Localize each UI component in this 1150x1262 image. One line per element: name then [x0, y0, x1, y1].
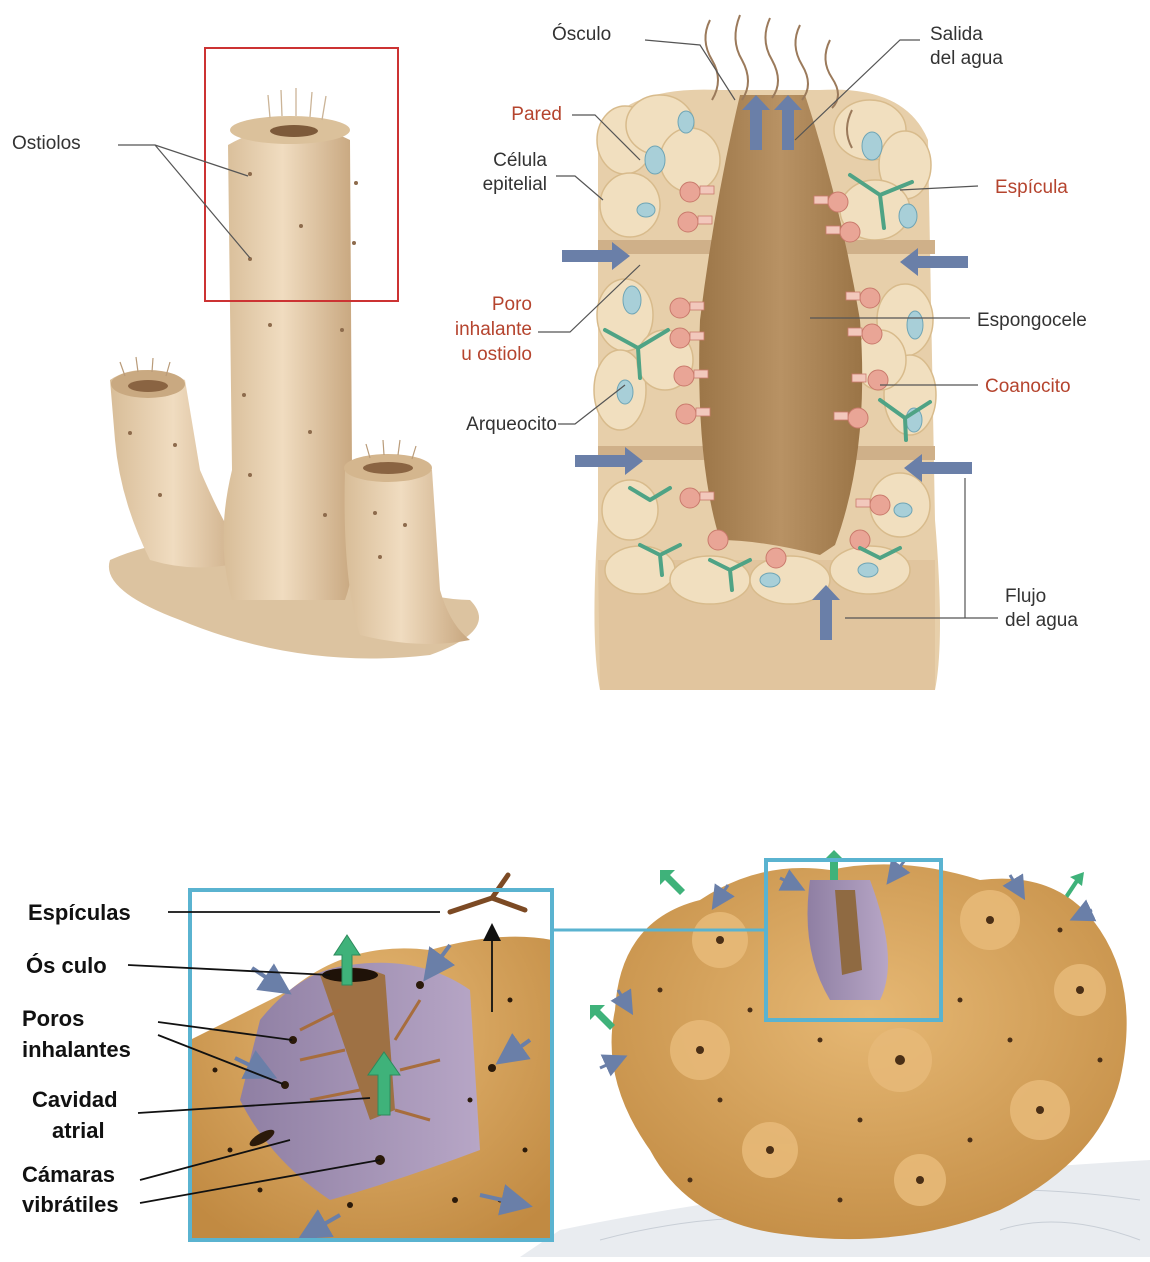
- bottom-sponge-illustration: Espículas Ós culo Poros inhalantes Cavid…: [22, 850, 1150, 1257]
- label-coanocito: Coanocito: [985, 376, 1071, 397]
- main-tube: [224, 126, 355, 600]
- label-celula-1: Célula: [493, 150, 547, 171]
- label-arqueocito: Arqueocito: [466, 414, 557, 435]
- label-osculo-bottom: Ós culo: [26, 953, 107, 978]
- label-cavidad-1: Cavidad: [32, 1087, 118, 1112]
- label-salida-1: Salida: [930, 24, 983, 45]
- label-espicula: Espícula: [995, 177, 1068, 198]
- label-flujo-2: del agua: [1005, 610, 1078, 631]
- label-poros-1: Poros: [22, 1006, 84, 1031]
- label-poro-3: u ostiolo: [461, 344, 532, 365]
- sponge-external-view: Ostiolos: [12, 48, 479, 658]
- label-cavidad-2: atrial: [52, 1118, 105, 1143]
- label-poro-2: inhalante: [455, 319, 532, 340]
- main-tube-hairs: [268, 88, 326, 120]
- label-celula-2: epitelial: [483, 174, 547, 195]
- label-osculo: Ósculo: [552, 23, 611, 45]
- sponge-cross-section: Ósculo Salida del agua Pared Célula epit…: [455, 15, 1087, 690]
- label-pared: Pared: [511, 104, 562, 125]
- label-espongocele: Espongocele: [977, 310, 1087, 331]
- label-espiculas: Espículas: [28, 900, 131, 925]
- label-poro-1: Poro: [492, 294, 532, 315]
- label-ostiolos: Ostiolos: [12, 133, 81, 154]
- main-tube-osculum: [270, 125, 318, 137]
- label-camaras-2: vibrátiles: [22, 1192, 119, 1217]
- label-salida-2: del agua: [930, 48, 1003, 69]
- label-camaras-1: Cámaras: [22, 1162, 115, 1187]
- label-flujo-1: Flujo: [1005, 586, 1046, 607]
- label-poros-2: inhalantes: [22, 1037, 131, 1062]
